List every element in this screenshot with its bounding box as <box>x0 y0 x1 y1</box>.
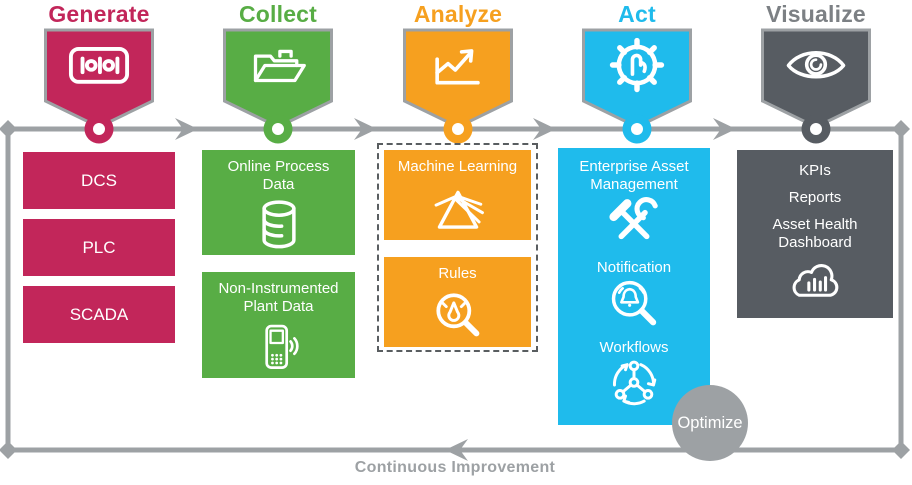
arrow-collect-analyze <box>354 118 377 140</box>
bell-magnifier-icon <box>607 277 661 336</box>
prism-icon <box>431 176 485 240</box>
generate-box-scada: SCADA <box>23 286 175 343</box>
badge-analyze <box>403 28 513 129</box>
act-section-eam: Enterprise Asset Management <box>566 156 702 255</box>
collect-box-non-instrumented-plant-data: Non-Instrumented Plant Data <box>202 272 355 378</box>
cloud-chart-icon <box>786 261 844 301</box>
arrow-generate-collect <box>175 118 198 140</box>
collect-box-label: Online Process Data <box>227 158 330 193</box>
analyze-box-rules: Rules <box>384 257 531 347</box>
generate-box-label: DCS <box>81 170 117 190</box>
binary-data-icon <box>51 35 147 95</box>
stage-title-act: Act <box>618 1 656 27</box>
generate-box-dcs: DCS <box>23 152 175 209</box>
eye-icon <box>768 35 864 95</box>
workflow-cycle-icon <box>606 357 662 415</box>
analyze-dashed-group <box>377 143 538 352</box>
continuous-improvement-label: Continuous Improvement <box>354 459 556 476</box>
visualize-item-kpis: KPIs <box>799 162 831 179</box>
optimize-node: Optimize <box>672 385 748 461</box>
stage-title-generate: Generate <box>48 1 150 27</box>
act-section-label: Workflows <box>599 339 669 357</box>
analyze-box-label: Machine Learning <box>397 158 518 175</box>
trend-chart-icon <box>410 35 506 95</box>
visualize-item-reports: Reports <box>788 189 842 206</box>
act-section-workflows: Workflows <box>599 339 669 415</box>
generate-box-label: PLC <box>82 237 116 257</box>
badge-act <box>582 28 692 129</box>
gear-hand-icon <box>589 35 685 95</box>
analyze-box-machine-learning: Machine Learning <box>384 150 531 240</box>
stage-title-collect: Collect <box>238 1 318 27</box>
generate-box-label: SCADA <box>69 304 129 324</box>
arrow-continuous-return <box>445 439 468 461</box>
handheld-device-icon <box>259 316 299 378</box>
folder-icon <box>230 35 326 95</box>
gauge-magnifier-icon <box>432 283 484 347</box>
stage-title-analyze: Analyze <box>413 1 503 27</box>
optimize-label: Optimize <box>677 413 743 432</box>
crossed-tools-icon <box>606 194 662 255</box>
act-box: Enterprise Asset Management Notification <box>558 148 710 425</box>
stage-title-visualize: Visualize <box>766 1 866 27</box>
act-section-label: Notification <box>596 258 672 276</box>
arrow-analyze-act <box>533 118 556 140</box>
act-section-label: Enterprise Asset Management <box>579 158 689 193</box>
collect-box-online-process-data: Online Process Data <box>202 150 355 255</box>
database-icon <box>258 194 300 255</box>
generate-box-plc: PLC <box>23 219 175 276</box>
act-section-notification: Notification <box>597 259 671 336</box>
visualize-box: KPIs Reports Asset Health Dashboard <box>737 150 893 318</box>
collect-box-label: Non-Instrumented Plant Data <box>218 280 339 315</box>
visualize-item-asset-health-dashboard: Asset Health Dashboard <box>772 216 858 251</box>
analyze-box-label: Rules <box>438 265 477 282</box>
arrow-act-visualize <box>713 118 736 140</box>
